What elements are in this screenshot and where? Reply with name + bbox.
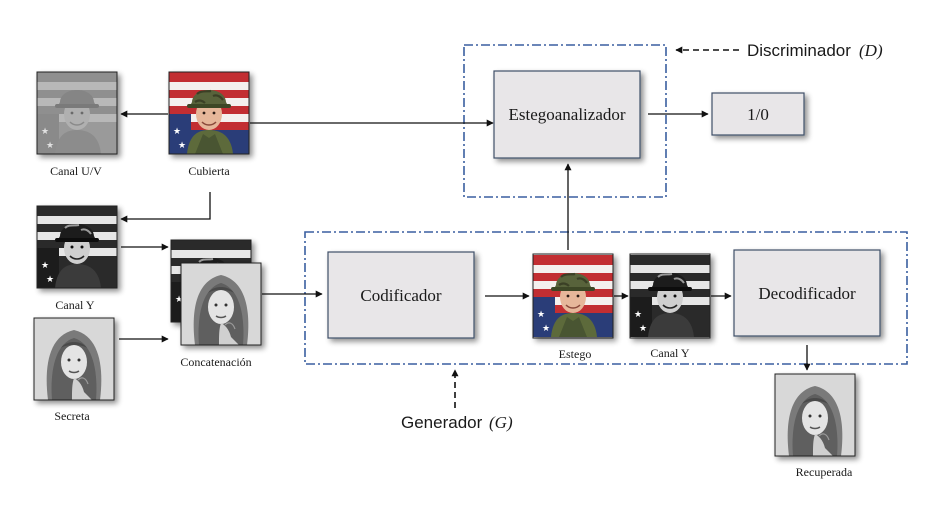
generator-frame <box>304 231 908 365</box>
discriminator-frame <box>463 44 667 198</box>
recovered-caption: Recuperada <box>796 465 853 479</box>
steganalyzer-block <box>493 70 641 159</box>
stego-caption: Estego <box>559 347 592 361</box>
concatenation-image <box>170 239 262 346</box>
generator-label: Generador <box>401 413 483 432</box>
cover-caption: Cubierta <box>188 164 230 178</box>
y-channel-image <box>36 205 118 289</box>
discriminator-symbol: (D) <box>859 41 883 60</box>
secret-image <box>33 317 115 401</box>
output-block <box>711 92 805 136</box>
decoder-label: Decodificador <box>758 284 856 303</box>
arrow-cover-to-y-channel <box>120 192 211 223</box>
generator-symbol: (G) <box>489 413 513 432</box>
encoder-label: Codificador <box>360 286 442 305</box>
discriminator-label: Discriminador <box>747 41 851 60</box>
uv-channel-caption: Canal U/V <box>50 164 102 178</box>
stego-image <box>532 253 614 339</box>
concatenation-front-layer <box>180 262 262 346</box>
steganalyzer-label: Estegoanalizador <box>508 105 625 124</box>
recovered-image <box>774 373 856 457</box>
output-label: 1/0 <box>747 105 769 124</box>
concatenation-caption: Concatenación <box>180 355 251 369</box>
y-channel-caption: Canal Y <box>55 298 95 312</box>
stego-y-channel-caption: Canal Y <box>650 346 690 360</box>
secret-caption: Secreta <box>54 409 90 423</box>
decoder-block <box>733 249 881 337</box>
stego-y-channel-image <box>629 253 711 339</box>
encoder-block <box>327 251 475 339</box>
uv-channel-image <box>36 71 118 155</box>
cover-image <box>168 71 250 155</box>
